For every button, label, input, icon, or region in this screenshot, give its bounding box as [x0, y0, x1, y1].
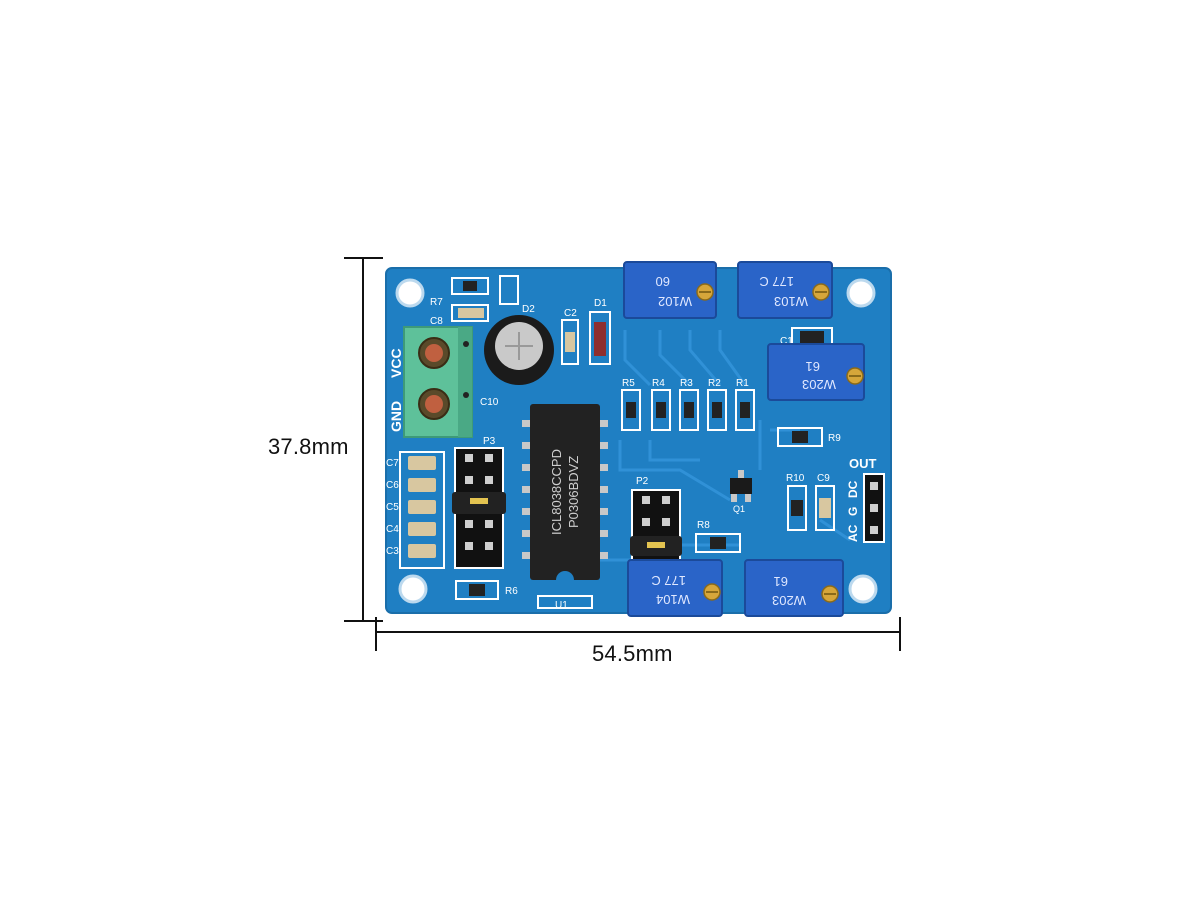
pot-sub-w104: 177 C	[651, 573, 686, 588]
capacitor-c9	[815, 485, 835, 531]
smd-resistor-c8	[451, 304, 489, 322]
silk-c7: C7	[386, 458, 399, 469]
trimmer-pot-w102	[623, 261, 717, 319]
silk-r3: R3	[680, 378, 693, 389]
ic-chip-u1	[522, 404, 608, 609]
screw-terminal	[403, 326, 473, 438]
diode-d2	[499, 275, 519, 305]
trimmer-pot-w203-lower	[744, 559, 844, 617]
pin-header-p3	[452, 447, 506, 569]
silk-c1: C1	[780, 336, 793, 347]
pot-label-w102: W102	[658, 294, 692, 309]
width-dimension-line	[375, 617, 901, 651]
silk-c2: C2	[564, 308, 577, 319]
ic-marking-line1: ICL8038CCPD	[549, 449, 564, 535]
silk-c4: C4	[386, 524, 399, 535]
height-dimension-line	[344, 257, 383, 622]
resistor-r10	[787, 485, 807, 531]
mounting-hole	[395, 278, 425, 308]
silk-r6: R6	[505, 586, 518, 597]
silk-r9: R9	[828, 433, 841, 444]
silk-c3: C3	[386, 546, 399, 557]
pot-label-w203-lower: W203	[772, 593, 806, 608]
resistor-r9	[777, 427, 823, 447]
pot-sub-w203-upper: 61	[806, 359, 820, 374]
silk-dc: DC	[846, 480, 860, 498]
silk-p2: P2	[636, 476, 649, 487]
pot-sub-w103: 177 C	[759, 274, 794, 289]
silk-d1: D1	[594, 298, 607, 309]
silk-c8: C8	[430, 316, 443, 327]
diode-d1	[589, 311, 611, 365]
pot-label-w103: W103	[774, 294, 808, 309]
silk-c6: C6	[386, 480, 399, 491]
silk-d2: D2	[522, 304, 535, 315]
silk-gnd: GND	[388, 401, 404, 432]
pot-label-w104: W104	[656, 592, 690, 607]
resistor-r6	[455, 580, 499, 600]
pot-sub-w102: 60	[656, 274, 670, 289]
silk-q1: Q1	[733, 504, 745, 514]
electrolytic-capacitor	[484, 315, 554, 385]
mounting-hole	[848, 574, 878, 604]
silk-r7: R7	[430, 297, 443, 308]
ic-marking-line2: P0306BDVZ	[566, 456, 581, 528]
silk-r10: R10	[786, 473, 805, 484]
silk-r4: R4	[652, 378, 665, 389]
resistor-r8	[695, 533, 741, 553]
mounting-hole	[398, 574, 428, 604]
silk-g: G	[846, 507, 860, 516]
silk-c10: C10	[480, 397, 499, 408]
width-dimension-label: 54.5mm	[592, 641, 673, 666]
capacitor-column	[399, 451, 445, 569]
silk-r2: R2	[708, 378, 721, 389]
pot-sub-w203-lower: 61	[774, 574, 788, 589]
silk-r8: R8	[697, 520, 710, 531]
trimmer-pot-w103	[737, 261, 833, 319]
output-header	[863, 473, 885, 543]
silk-out: OUT	[849, 456, 877, 471]
pin-header-p2	[630, 489, 682, 561]
silk-vcc: VCC	[388, 348, 404, 378]
silk-ac: AC	[846, 524, 860, 542]
trimmer-pot-w104	[627, 559, 723, 617]
height-dimension-label: 37.8mm	[268, 434, 349, 459]
mounting-hole	[846, 278, 876, 308]
silk-c5: C5	[386, 502, 399, 513]
resistor-row	[621, 389, 755, 431]
silk-r5: R5	[622, 378, 635, 389]
silk-c9: C9	[817, 473, 830, 484]
silk-u1: U1	[555, 600, 568, 611]
pot-label-w203-upper: W203	[802, 377, 836, 392]
trimmer-pot-w203-upper	[767, 343, 865, 401]
silk-p3: P3	[483, 436, 496, 447]
capacitor-c2	[561, 319, 579, 365]
smd-resistor-r7	[451, 277, 489, 295]
silk-r1: R1	[736, 378, 749, 389]
transistor-q1	[730, 470, 752, 502]
